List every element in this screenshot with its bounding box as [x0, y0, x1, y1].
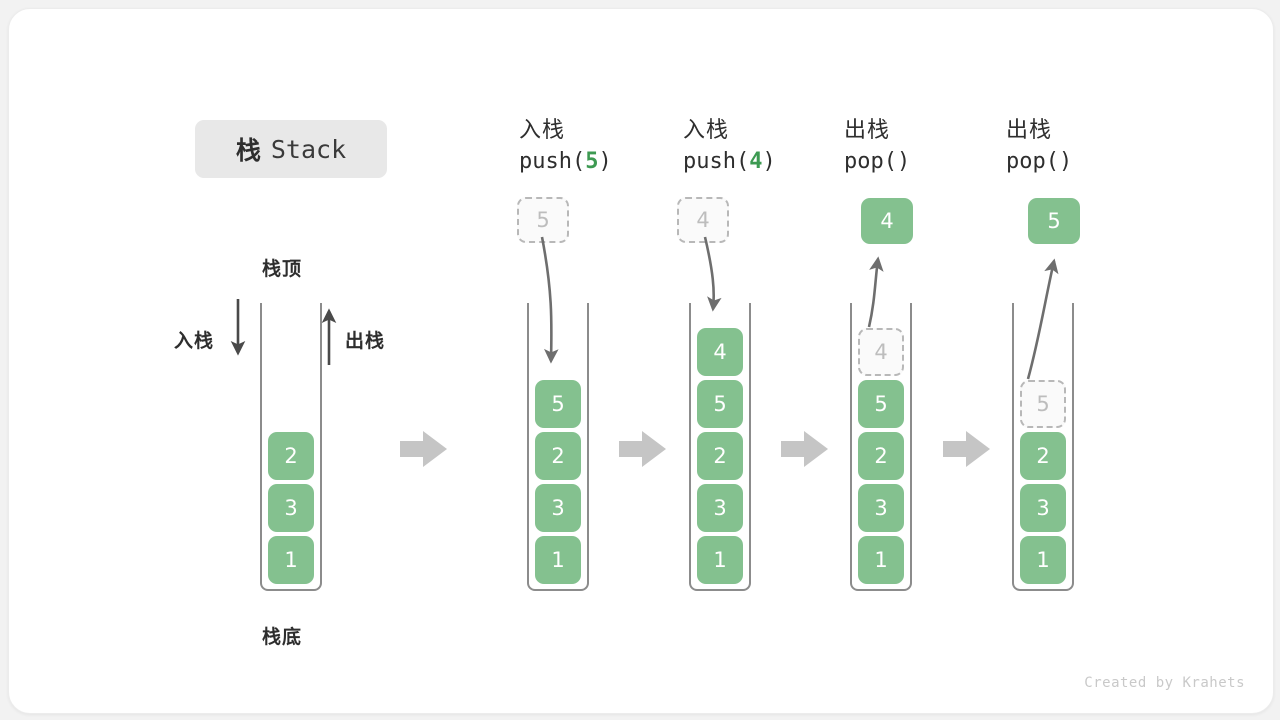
stage-op-code: pop() [1006, 145, 1072, 179]
push-source-box-5: 5 [517, 197, 569, 243]
stage-op-cn: 入栈 [683, 117, 730, 142]
pop-result-box-5: 5 [1028, 198, 1080, 244]
stack-cell: 2 [1020, 432, 1066, 480]
label-pop-side: 出栈 [345, 331, 386, 352]
stack-cell: 3 [858, 484, 904, 532]
diagram-card: 栈 Stack 栈顶 入栈 出栈 栈底 入栈 push(5) 入栈 push(4… [8, 8, 1274, 714]
stack-container-pop-1 [850, 303, 912, 591]
title-chinese: 栈 [235, 137, 262, 165]
code-suffix: ) [896, 149, 911, 174]
stage-heading-push-5: 入栈 push(5) [519, 115, 612, 179]
stack-cell: 4 [697, 328, 743, 376]
code-suffix: ) [1058, 149, 1073, 174]
step-arrow [781, 431, 828, 467]
code-suffix: ) [598, 149, 612, 174]
stack-cell: 5 [697, 380, 743, 428]
push-source-box-4: 4 [677, 197, 729, 243]
code-prefix: push( [683, 149, 750, 174]
stack-cell: 3 [697, 484, 743, 532]
stack-cell: 2 [858, 432, 904, 480]
code-prefix: pop( [844, 149, 897, 174]
title-english: Stack [270, 134, 347, 164]
code-arg: 4 [749, 149, 763, 174]
diagram-title-chip: 栈 Stack [195, 120, 387, 178]
stage-op-code: push(5) [519, 145, 612, 179]
stack-cell: 3 [1020, 484, 1066, 532]
stage-op-code: pop() [844, 145, 910, 179]
stack-cell: 1 [535, 536, 581, 584]
stage-heading-pop-2: 出栈 pop() [1006, 115, 1072, 179]
stack-cell: 5 [858, 380, 904, 428]
stack-cell: 1 [697, 536, 743, 584]
stack-container-push-4 [689, 303, 751, 591]
code-suffix: ) [762, 149, 776, 174]
stack-cell: 3 [535, 484, 581, 532]
arrows-overlay [230, 236, 1059, 467]
stage-heading-push-4: 入栈 push(4) [683, 115, 776, 179]
stage-op-cn: 出栈 [844, 117, 891, 142]
stack-cell: 5 [535, 380, 581, 428]
label-stack-bottom: 栈底 [262, 627, 303, 648]
stage-heading-pop-1: 出栈 pop() [844, 115, 910, 179]
stack-cell: 1 [858, 536, 904, 584]
stack-cell: 2 [697, 432, 743, 480]
stage-op-cn: 入栈 [519, 117, 566, 142]
push-motion-arrow-4 [703, 236, 722, 312]
stack-cell: 2 [535, 432, 581, 480]
label-stack-top: 栈顶 [262, 259, 303, 280]
code-prefix: push( [519, 149, 586, 174]
step-arrow [619, 431, 666, 467]
stack-cell-removed: 4 [858, 328, 904, 376]
stage-op-cn: 出栈 [1006, 117, 1053, 142]
label-push-side: 入栈 [174, 331, 215, 352]
stack-cell: 2 [268, 432, 314, 480]
pop-result-box-4: 4 [861, 198, 913, 244]
stack-cell: 1 [268, 536, 314, 584]
stack-cell: 1 [1020, 536, 1066, 584]
step-arrow [400, 431, 447, 467]
stack-cell: 3 [268, 484, 314, 532]
step-arrow [943, 431, 990, 467]
stack-cell-removed: 5 [1020, 380, 1066, 428]
stack-container-pop-2 [1012, 303, 1074, 591]
credit-text: Created by Krahets [1084, 675, 1245, 691]
code-prefix: pop( [1006, 149, 1059, 174]
stack-container-initial [260, 303, 322, 591]
stack-container-push-5 [527, 303, 589, 591]
stage-op-code: push(4) [683, 145, 776, 179]
code-arg: 5 [585, 149, 599, 174]
